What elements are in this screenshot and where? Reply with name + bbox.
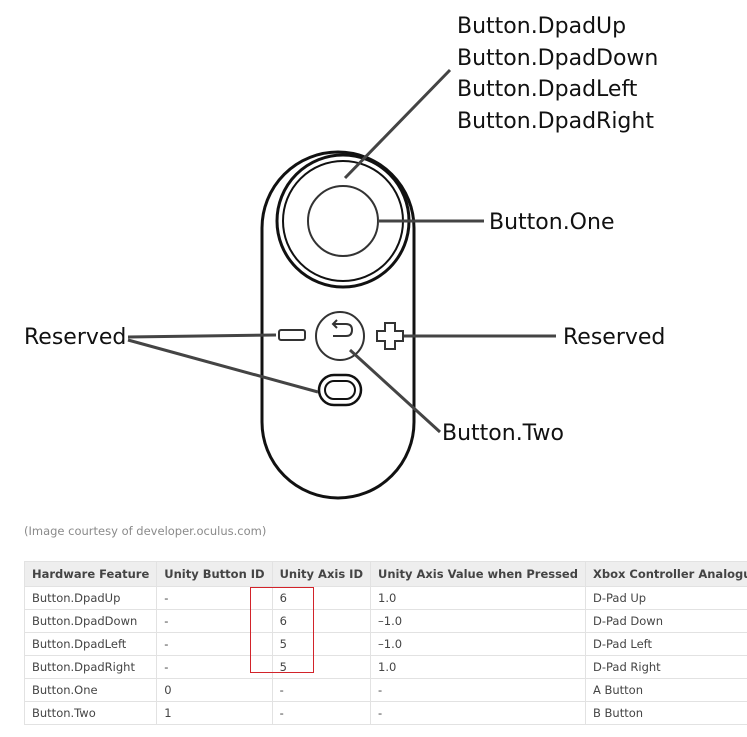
cell-feature: Button.DpadRight <box>23 655 158 679</box>
label-button-one: Button.One <box>489 210 614 235</box>
cell-feature: Button.DpadUp <box>23 586 158 610</box>
table-row: Button.DpadDown - 6 –1.0 D-Pad Down <box>23 609 747 633</box>
volume-minus-icon[interactable] <box>278 329 306 341</box>
touchpad-center-button[interactable] <box>307 185 379 257</box>
cell-button-id: - <box>156 632 273 656</box>
cell-xbox: D-Pad Right <box>584 655 747 679</box>
controller-diagram: Button.DpadUp Button.DpadDown Button.Dpa… <box>24 14 665 500</box>
header-unity-axis-id: Unity Axis ID <box>271 561 372 587</box>
cell-feature: Button.DpadLeft <box>23 632 158 656</box>
label-dpad-down: Button.DpadDown <box>457 46 658 71</box>
home-button-inner <box>324 380 356 400</box>
label-dpad-up: Button.DpadUp <box>457 14 626 39</box>
back-arrow-icon <box>331 319 354 337</box>
header-unity-button-id: Unity Button ID <box>156 561 273 587</box>
label-dpad-right: Button.DpadRight <box>457 109 654 134</box>
cell-feature: Button.DpadDown <box>23 609 158 633</box>
reserved-left-leader-line-2 <box>127 338 319 394</box>
cell-axis-id: 6 <box>271 586 372 610</box>
label-button-two: Button.Two <box>442 421 564 446</box>
cell-axis-value: - <box>370 701 586 725</box>
button-mapping-table: Hardware Feature Unity Button ID Unity A… <box>23 561 747 725</box>
cell-axis-value: 1.0 <box>370 586 586 610</box>
table-header-row: Hardware Feature Unity Button ID Unity A… <box>23 561 747 587</box>
header-hardware-feature: Hardware Feature <box>23 561 158 587</box>
cell-axis-id: - <box>271 678 372 702</box>
cell-button-id: - <box>156 586 273 610</box>
table-row: Button.Two 1 - - B Button <box>23 701 747 725</box>
table-row: Button.DpadRight - 5 1.0 D-Pad Right <box>23 655 747 679</box>
label-dpad-left: Button.DpadLeft <box>457 77 638 102</box>
cell-axis-value: - <box>370 678 586 702</box>
image-caption: (Image courtesy of developer.oculus.com) <box>24 524 267 538</box>
dpad-leader-line <box>343 68 452 180</box>
table-row: Button.DpadLeft - 5 –1.0 D-Pad Left <box>23 632 747 656</box>
cell-axis-id: 5 <box>271 632 372 656</box>
table-row: Button.DpadUp - 6 1.0 D-Pad Up <box>23 586 747 610</box>
cell-axis-value: –1.0 <box>370 609 586 633</box>
table-row: Button.One 0 - - A Button <box>23 678 747 702</box>
cell-xbox: D-Pad Left <box>584 632 747 656</box>
cell-xbox: A Button <box>584 678 747 702</box>
cell-button-id: - <box>156 609 273 633</box>
button-two-leader-line <box>348 348 442 434</box>
header-xbox-analogue: Xbox Controller Analogue <box>584 561 747 587</box>
label-reserved-right: Reserved <box>563 325 665 350</box>
label-reserved-left: Reserved <box>24 325 126 350</box>
cell-button-id: - <box>156 655 273 679</box>
cell-axis-id: 5 <box>271 655 372 679</box>
cell-axis-id: - <box>271 701 372 725</box>
cell-axis-value: 1.0 <box>370 655 586 679</box>
cell-button-id: 1 <box>156 701 273 725</box>
cell-button-id: 0 <box>156 678 273 702</box>
cell-xbox: D-Pad Up <box>584 586 747 610</box>
reserved-left-leader-line-1 <box>127 333 277 339</box>
cell-axis-value: –1.0 <box>370 632 586 656</box>
cell-xbox: D-Pad Down <box>584 609 747 633</box>
cell-axis-id: 6 <box>271 609 372 633</box>
header-axis-value: Unity Axis Value when Pressed <box>370 561 586 587</box>
volume-plus-icon[interactable] <box>376 322 404 350</box>
cell-feature: Button.Two <box>23 701 158 725</box>
cell-feature: Button.One <box>23 678 158 702</box>
cell-xbox: B Button <box>584 701 747 725</box>
